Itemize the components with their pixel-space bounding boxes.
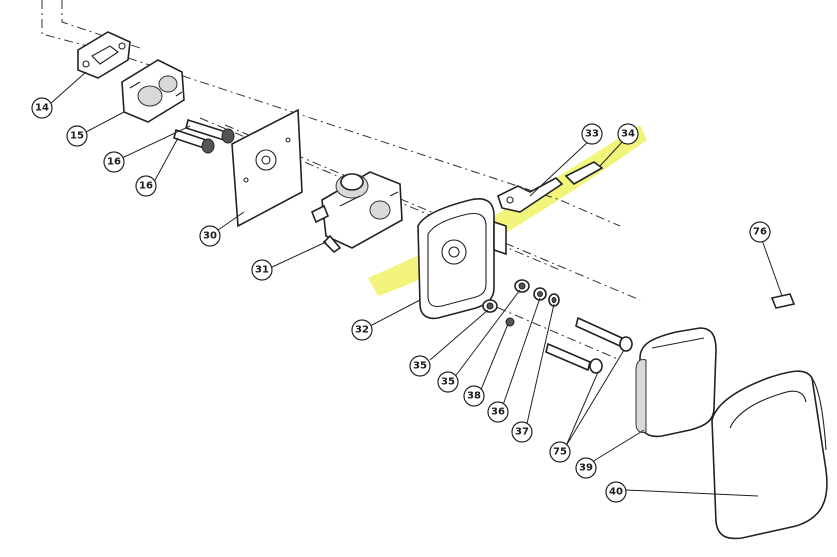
svg-text:36: 36	[491, 407, 505, 418]
part-39-air-filter-element	[635, 327, 717, 438]
part-33-choke-lever	[497, 177, 564, 213]
part-34-choke-link	[564, 161, 604, 185]
part-16-bolts	[173, 118, 235, 154]
svg-text:15: 15	[70, 131, 84, 142]
callout-39: 39	[575, 457, 597, 479]
part-76-clip	[770, 293, 796, 309]
svg-text:75: 75	[553, 447, 567, 458]
part-30-plate-gasket	[231, 108, 303, 228]
part-15-intake-manifold	[121, 59, 185, 123]
leader-lines	[49, 71, 783, 497]
part-32-air-filter-base	[417, 198, 507, 320]
part-14-gasket	[77, 31, 131, 79]
svg-text:33: 33	[585, 129, 599, 140]
callout-14: 14	[31, 97, 53, 119]
callout-35a: 35	[409, 355, 431, 377]
callout-34: 34	[617, 123, 639, 145]
callout-36: 36	[487, 401, 509, 423]
callout-76: 76	[749, 221, 771, 243]
part-40-air-filter-cover	[711, 370, 828, 540]
callout-40: 40	[605, 481, 627, 503]
callouts: 14 15 16 16 30 31 32 33	[31, 97, 771, 503]
highlighter-mark	[368, 125, 647, 296]
callout-35b: 35	[437, 371, 459, 393]
callout-38: 38	[463, 385, 485, 407]
svg-text:30: 30	[203, 231, 217, 242]
svg-text:16: 16	[139, 181, 153, 192]
callout-16a: 16	[103, 151, 125, 173]
svg-text:40: 40	[609, 487, 623, 498]
part-75-screws	[545, 316, 633, 374]
svg-text:14: 14	[35, 103, 49, 114]
svg-text:38: 38	[467, 391, 481, 402]
callout-30: 30	[199, 225, 221, 247]
svg-text:35: 35	[441, 377, 455, 388]
svg-text:31: 31	[255, 265, 269, 276]
callout-15: 15	[66, 125, 88, 147]
svg-text:16: 16	[107, 157, 121, 168]
callout-75: 75	[549, 441, 571, 463]
callout-33: 33	[581, 123, 603, 145]
part-31-carburetor	[310, 171, 403, 254]
callout-31: 31	[251, 259, 273, 281]
svg-text:39: 39	[579, 463, 593, 474]
callout-32: 32	[351, 319, 373, 341]
svg-text:34: 34	[621, 129, 635, 140]
svg-text:35: 35	[413, 361, 427, 372]
svg-text:37: 37	[515, 427, 529, 438]
svg-text:76: 76	[753, 227, 767, 238]
callout-37: 37	[511, 421, 533, 443]
svg-text:32: 32	[355, 325, 369, 336]
callout-16b: 16	[135, 175, 157, 197]
